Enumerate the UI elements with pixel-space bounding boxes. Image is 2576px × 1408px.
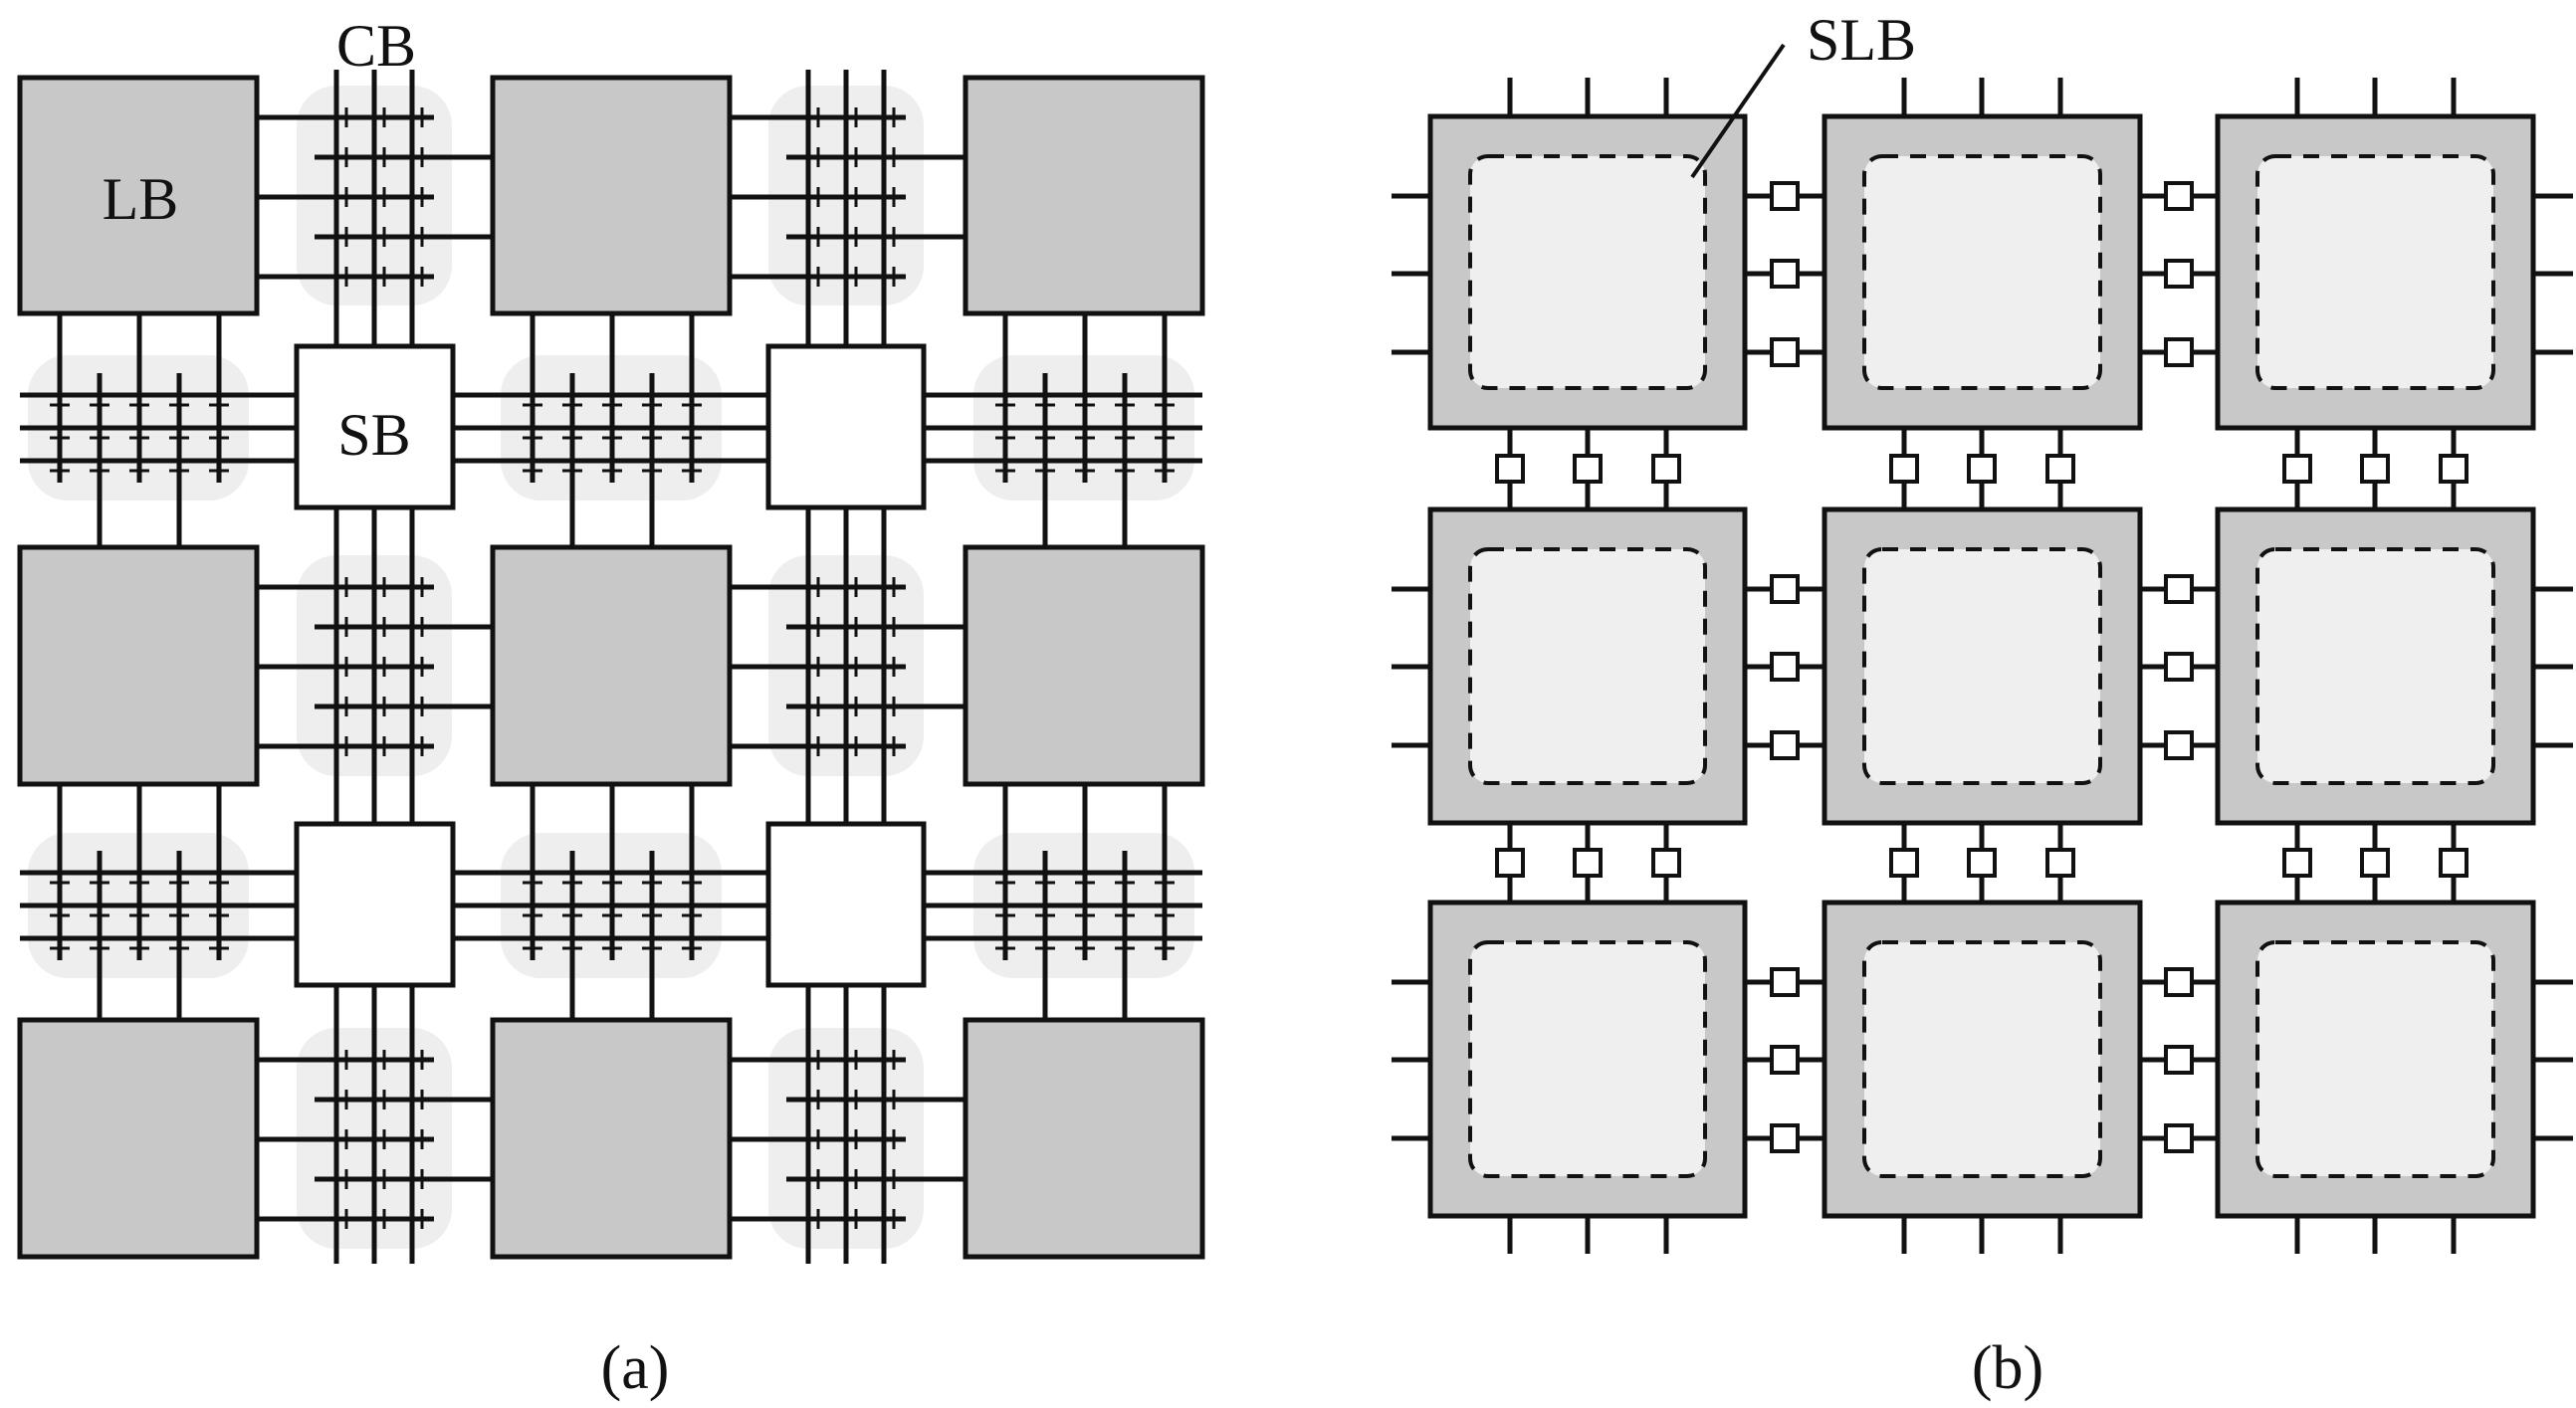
routing-switch: [2164, 1045, 2194, 1075]
slb-inner-boundary: [2255, 154, 2495, 390]
logic-block: [490, 1017, 733, 1260]
logic-block: [17, 544, 260, 787]
routing-switch: [1770, 574, 1800, 604]
slb-inner-boundary: [1468, 154, 1707, 390]
slb-label: SLB: [1807, 7, 1916, 73]
routing-switch: [1889, 848, 1919, 878]
logic-block: [963, 1017, 1205, 1260]
routing-switch: [1495, 454, 1525, 484]
routing-switch: [2439, 454, 2469, 484]
cb-label: CB: [336, 13, 416, 79]
routing-switch: [1770, 1045, 1800, 1075]
slb-inner-boundary: [2255, 940, 2495, 1178]
slb-inner-boundary: [1468, 547, 1707, 785]
routing-switch: [2164, 574, 2194, 604]
routing-switch: [1495, 848, 1525, 878]
routing-switch: [1889, 454, 1919, 484]
logic-block: [490, 544, 733, 787]
routing-switch: [1651, 848, 1681, 878]
routing-switch: [1573, 848, 1603, 878]
caption-b: (b): [1972, 1334, 2043, 1402]
slb-leader-line: [1690, 43, 1786, 179]
caption-a: (a): [601, 1334, 670, 1402]
routing-switch: [1573, 454, 1603, 484]
routing-switch: [2282, 848, 2312, 878]
routing-switch: [2164, 181, 2194, 211]
routing-switch: [1770, 181, 1800, 211]
block-layer: [17, 75, 1205, 1260]
slb-inner-boundary: [1862, 154, 2102, 390]
routing-switch: [2360, 848, 2390, 878]
routing-switch: [1967, 454, 1997, 484]
logic-block: [963, 75, 1205, 316]
slb-inner-boundary: [2255, 547, 2495, 785]
slb-switch-layer: [1495, 181, 2469, 1153]
routing-switch: [1770, 730, 1800, 760]
routing-switch: [1770, 967, 1800, 997]
logic-block: [490, 75, 733, 316]
routing-switch: [1770, 337, 1800, 367]
panel-b-slb-architecture: [1392, 43, 2573, 1254]
routing-switch: [2045, 848, 2075, 878]
routing-switch: [2282, 454, 2312, 484]
routing-switch: [1770, 652, 1800, 682]
routing-switch: [1967, 848, 1997, 878]
switch-block: [294, 343, 456, 510]
routing-switch: [2164, 967, 2194, 997]
routing-switch: [2164, 730, 2194, 760]
slb-inner-boundary: [1468, 940, 1707, 1178]
routing-switch: [2164, 259, 2194, 289]
logic-block: [17, 75, 260, 316]
switch-block: [765, 821, 927, 988]
routing-switch: [2164, 1123, 2194, 1153]
routing-switch: [2164, 652, 2194, 682]
routing-switch: [1770, 1123, 1800, 1153]
routing-switch: [1770, 259, 1800, 289]
slb-inner-boundary: [1862, 940, 2102, 1178]
panel-a-fpga-architecture: [17, 70, 1205, 1264]
routing-switch: [2045, 454, 2075, 484]
logic-block: [17, 1017, 260, 1260]
slb-inner-boundary: [1862, 547, 2102, 785]
routing-switch: [1651, 454, 1681, 484]
slb-block-layer: [1427, 113, 2536, 1219]
switch-block: [765, 343, 927, 510]
lb-label: LB: [103, 166, 179, 232]
routing-wire-layer: [20, 70, 1202, 1264]
sb-label: SB: [337, 402, 410, 468]
switch-block: [294, 821, 456, 988]
routing-switch: [2360, 454, 2390, 484]
routing-switch: [2439, 848, 2469, 878]
logic-block: [963, 544, 1205, 787]
routing-switch: [2164, 337, 2194, 367]
